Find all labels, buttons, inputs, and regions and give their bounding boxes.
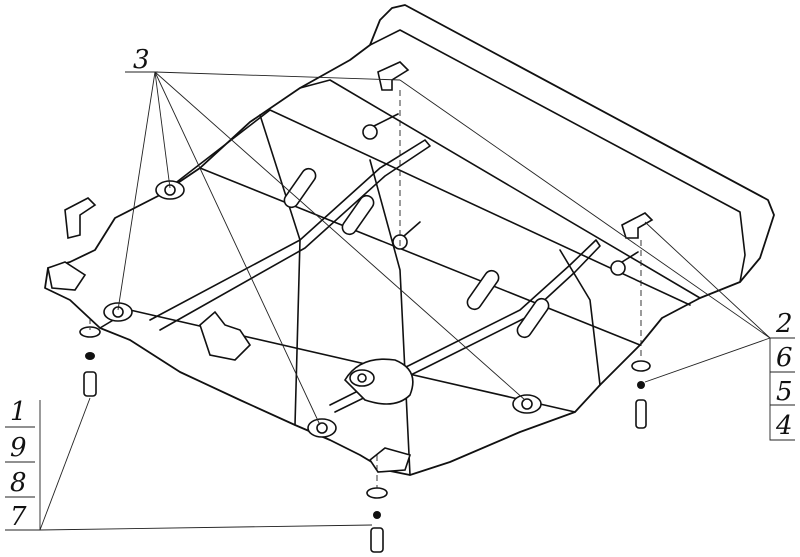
callout-5: 5 — [776, 377, 793, 407]
mounting-bolts — [103, 180, 542, 438]
cross-rib-3 — [559, 249, 601, 386]
fastener-stack-front — [366, 487, 388, 553]
callout-7: 7 — [10, 502, 27, 532]
stiffener-bar-right — [329, 239, 601, 413]
fastener-stack-right — [631, 360, 651, 429]
leader-lines — [5, 71, 795, 531]
rear-panel-fold — [369, 29, 746, 283]
assembly-axes — [89, 90, 642, 488]
callout-4: 4 — [775, 411, 793, 441]
callout-8: 8 — [10, 468, 27, 498]
fold-line-2 — [159, 109, 691, 306]
stiffener-bar-left — [149, 139, 431, 331]
bracket-left — [64, 197, 97, 239]
callout-9: 9 — [10, 433, 27, 463]
side-tab — [47, 261, 87, 291]
callout-6: 6 — [776, 343, 793, 373]
cross-rib-2 — [369, 159, 411, 476]
callout-1: 1 — [10, 397, 27, 427]
fold-line-1 — [299, 79, 701, 299]
callout-3: 3 — [133, 45, 150, 75]
fastener-stack-left — [79, 326, 101, 397]
callout-2: 2 — [775, 309, 793, 339]
fold-line-3 — [199, 167, 641, 346]
center-cutout — [199, 310, 252, 361]
